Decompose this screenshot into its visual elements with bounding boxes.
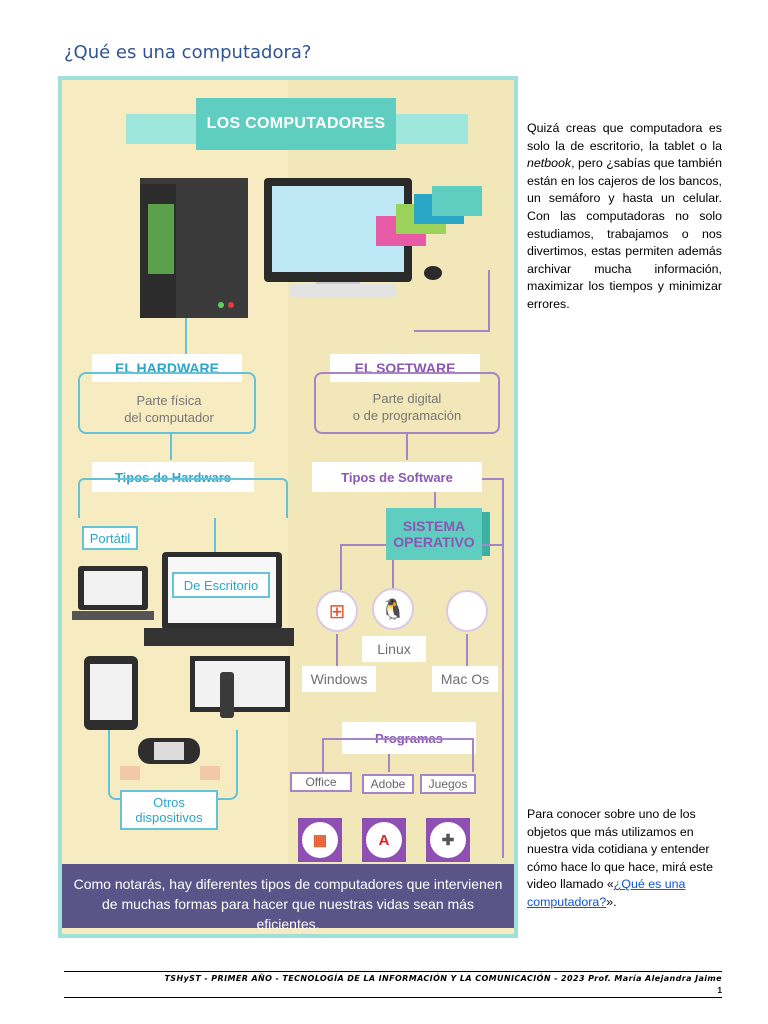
connector-line [466, 634, 468, 666]
tablet-illustration [84, 656, 138, 730]
desktop-label: De Escritorio [172, 572, 270, 598]
gamepad-icon: ✚ [430, 822, 466, 858]
video-text-part2: ». [606, 894, 617, 909]
connector-line [434, 492, 436, 508]
linux-label: Linux [362, 636, 426, 662]
games-label: Juegos [420, 774, 476, 794]
connector-line [414, 330, 490, 360]
operating-system-box-side [482, 512, 490, 556]
software-subtitle-line2: o de programación [352, 408, 462, 423]
infographic-header: LOS COMPUTADORES [196, 98, 396, 150]
connector-line [406, 434, 408, 460]
connector-line [340, 544, 386, 590]
computers-infographic: LOS COMPUTADORES EL HARDWARE Parte físic… [58, 76, 518, 938]
banner-line2: de muchas formas para hacer que nuestras… [102, 896, 474, 932]
laptop-illustration [78, 566, 148, 610]
desk-illustration [144, 628, 294, 646]
connector-line [392, 560, 394, 588]
hardware-subtitle-line1: Parte física [136, 393, 202, 408]
games-bag: ✚ [426, 818, 470, 862]
ribbon-tail-left [126, 114, 206, 144]
os-label-line1: SISTEMA [402, 518, 466, 534]
hand-illustration [120, 766, 140, 780]
connector-line [170, 434, 172, 460]
connector-line [322, 738, 474, 772]
keyboard-illustration [290, 284, 396, 298]
adobe-bag: A [362, 818, 406, 862]
connector-line [336, 634, 338, 666]
hardware-types-label: Tipos de Hardware [92, 462, 254, 492]
motherboard-illustration [148, 204, 174, 274]
intro-text-italic: netbook [527, 156, 572, 171]
page-title: ¿Qué es una computadora? [64, 42, 312, 63]
software-window-teal [432, 186, 482, 216]
connector-line [482, 544, 504, 590]
intro-text-part2: , pero ¿sabías que también están en los … [527, 156, 722, 311]
connector-line [78, 478, 288, 518]
mouse-illustration [424, 266, 442, 280]
adobe-icon: A [366, 822, 402, 858]
power-led-green [218, 302, 224, 308]
hardware-subtitle-line2: del computador [124, 410, 214, 425]
hand-illustration [200, 766, 220, 780]
operating-system-box: SISTEMA OPERATIVO [386, 508, 482, 560]
ribbon-tail-right [388, 114, 468, 144]
software-types-label: Tipos de Software [312, 462, 482, 492]
footer-rule-top [64, 971, 722, 972]
intro-text-part1: Quizá creas que computadora es solo la d… [527, 121, 722, 153]
footer-rule-bottom [64, 997, 722, 998]
connector-line [488, 270, 494, 330]
hardware-subtitle: Parte física del computador [88, 392, 250, 426]
intro-paragraph: Quizá creas que computadora es solo la d… [527, 120, 722, 314]
connector-line [214, 518, 216, 552]
tv-illustration [190, 656, 290, 712]
laptop-base [72, 611, 154, 620]
software-subtitle: Parte digital o de programación [320, 390, 494, 424]
video-text-part1: Para conocer sobre uno de los objetos qu… [527, 807, 713, 892]
video-link[interactable]: ¿Qué es una computadora? [527, 877, 686, 909]
office-label: Office [290, 772, 352, 792]
os-label-line2: OPERATIVO [393, 534, 475, 550]
footer-text: TSHyST - PRIMER AÑO - TECNOLOGÍA DE LA I… [164, 974, 722, 983]
page-number: 1 [717, 986, 722, 995]
windows-label: Windows [302, 666, 376, 692]
office-icon: ▦ [302, 822, 338, 858]
handheld-console-illustration [138, 738, 200, 764]
windows-icon: ⊞ [316, 590, 358, 632]
other-devices-line1: Otros [153, 795, 185, 810]
video-paragraph: Para conocer sobre uno de los objetos qu… [527, 806, 722, 912]
hardware-frame [78, 372, 256, 434]
remote-control-illustration [220, 672, 234, 718]
other-devices-line2: dispositivos [135, 810, 203, 825]
other-devices-label: Otros dispositivos [120, 790, 218, 830]
power-led-red [228, 302, 234, 308]
infographic-banner: Como notarás, hay diferentes tipos de co… [62, 864, 514, 932]
office-bag: ▦ [298, 818, 342, 862]
banner-line1: Como notarás, hay diferentes tipos de co… [73, 876, 503, 892]
adobe-label: Adobe [362, 774, 414, 794]
macos-label: Mac Os [432, 666, 498, 692]
linux-icon: 🐧 [372, 588, 414, 630]
software-frame [314, 372, 500, 434]
apple-icon [446, 590, 488, 632]
connector-line [185, 318, 187, 358]
connector-line [388, 754, 390, 772]
software-subtitle-line1: Parte digital [372, 391, 442, 406]
connector-line [482, 478, 504, 858]
laptop-label: Portátil [82, 526, 138, 550]
